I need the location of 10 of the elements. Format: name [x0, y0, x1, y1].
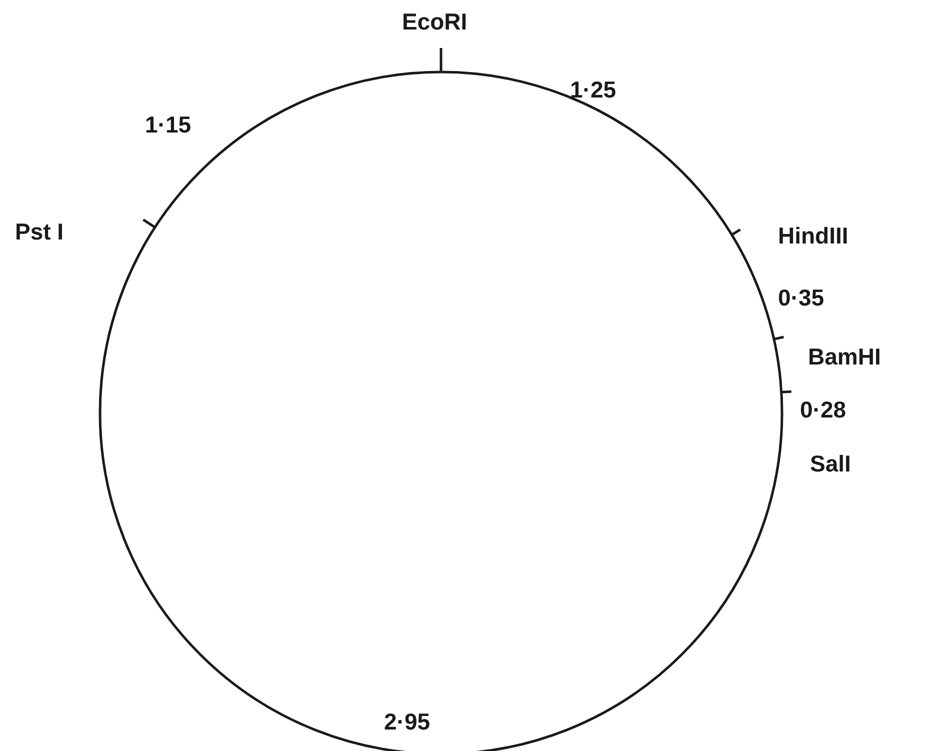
site-label: EcoRI	[402, 9, 468, 35]
site-label: SalI	[810, 451, 851, 477]
fragment-size: 1·25	[570, 77, 616, 103]
site-label: Pst I	[15, 219, 64, 245]
fragment-size: 0·28	[800, 397, 846, 423]
site-label: BamHI	[808, 344, 881, 370]
fragment-size: 1·15	[145, 112, 192, 138]
fragment-size: 2·95	[384, 709, 430, 735]
site-label: HindIII	[778, 223, 848, 249]
fragment-size: 0·35	[778, 285, 824, 311]
